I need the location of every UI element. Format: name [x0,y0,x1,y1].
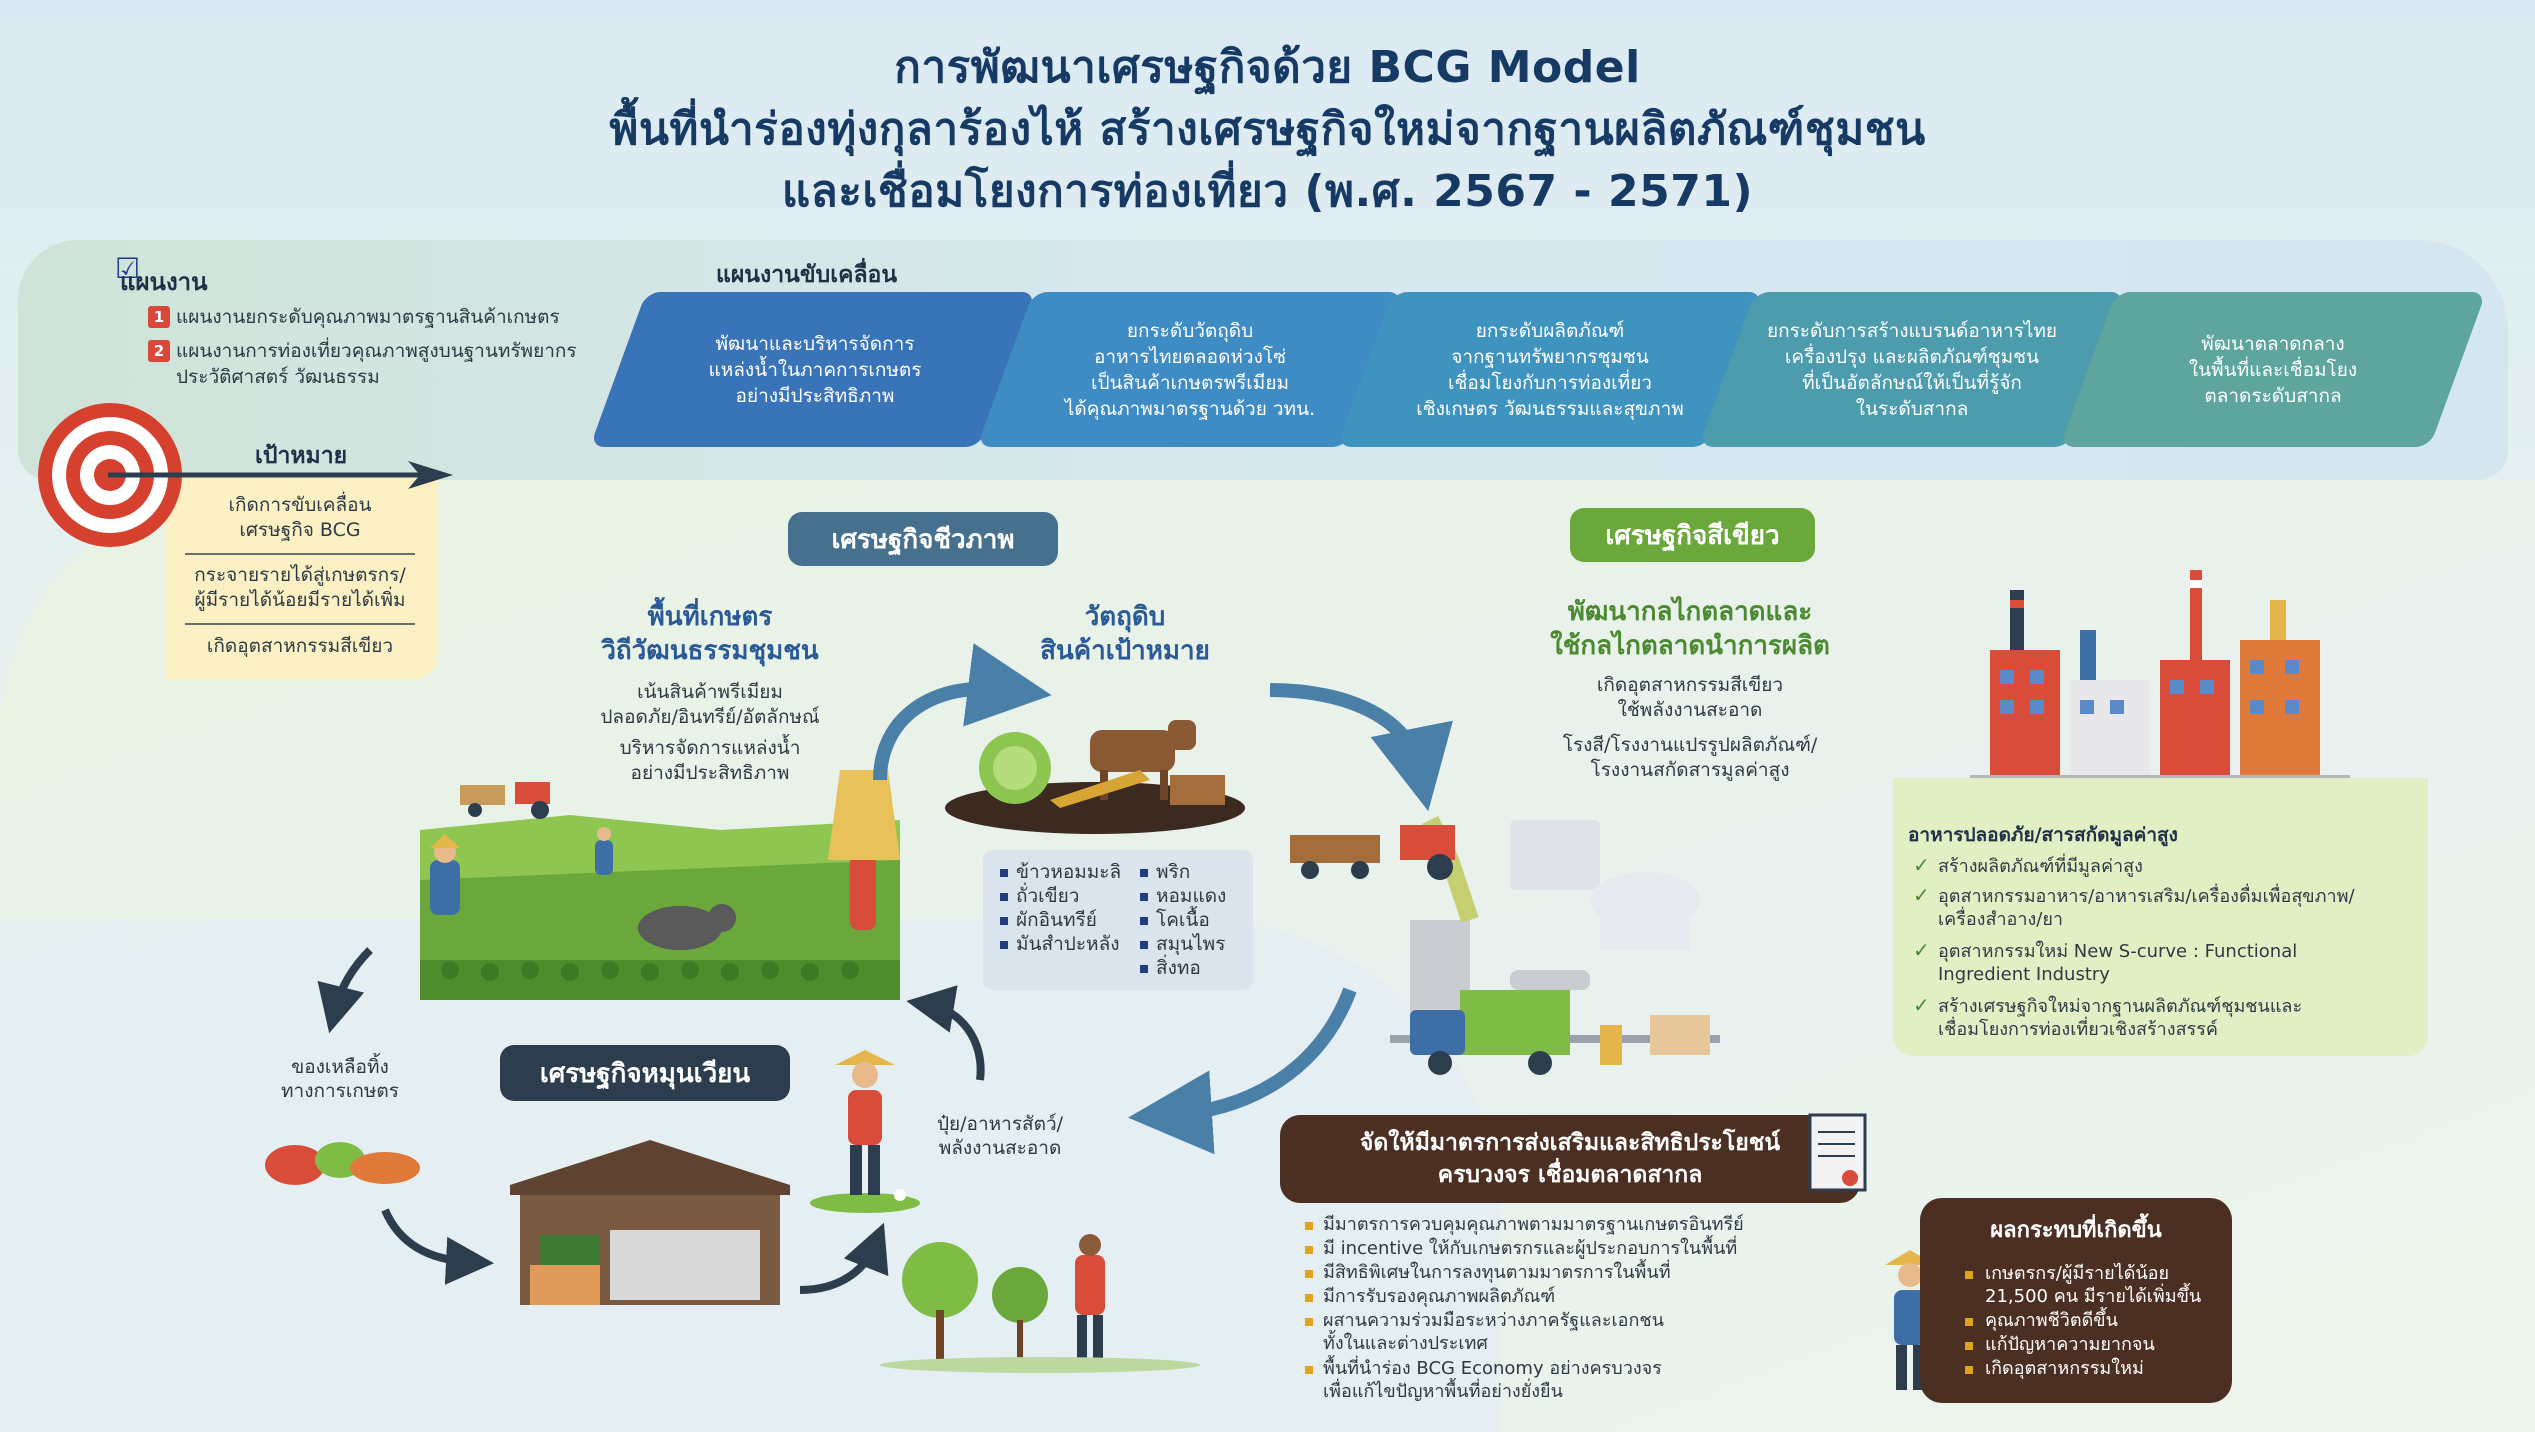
measure-item: มี incentive ให้กับเกษตรกรและผู้ประกอบกา… [1323,1238,1738,1259]
bullet-icon [1965,1318,1973,1326]
plan-title: แผนงาน [120,268,208,296]
checkbox-icon: ☑ [115,252,141,285]
green-box-item: สร้างผลิตภัณฑ์ที่มีมูลค่าสูง [1938,856,2143,877]
crop-item: ถั่วเขียว [1000,884,1079,908]
title-line-3: และเชื่อมโยงการท่องเที่ยว (พ.ศ. 2567 - 2… [781,166,1754,217]
bullet-icon [1305,1222,1313,1230]
bullet-icon [1965,1366,1973,1374]
crop-item: หอมแดง [1140,884,1226,908]
goal-divider [185,623,415,625]
vegetables-icon [265,1142,420,1185]
plan-item-1: แผนงานยกระดับคุณภาพมาตรฐานสินค้าเกษตร [176,306,560,328]
document-pen-icon [1808,1113,1867,1192]
green-title: พัฒนากลไกตลาดและ ใช้กลไกตลาดนำการผลิต [1550,597,1830,661]
tractor-icon [460,782,550,819]
bullet-icon [1305,1294,1313,1302]
crop-item: มันสำปะหลัง [1000,932,1120,956]
impact-item: คุณภาพชีวิตดีขึ้น [1985,1310,2118,1331]
tractor-trailer-icon [1290,825,1455,880]
check-icon: ✓ [1913,853,1930,877]
bullet-icon [1965,1271,1973,1279]
raw-materials-illustration [945,720,1245,834]
bullet-icon [1305,1270,1313,1278]
crop-item: สิ่งทอ [1140,956,1201,980]
impact-title: ผลกระทบที่เกิดขึ้น [1990,1218,2162,1243]
measure-item: มีสิทธิพิเศษในการลงทุนตามมาตรการในพื้นที… [1323,1262,1671,1283]
goal-box [165,475,437,680]
farmer-feeding-illustration [810,1050,920,1213]
bullet-icon [1305,1246,1313,1254]
measures-title: จัดให้มีมาตรการส่งเสริมและสิทธิประโยชน์ … [1280,1115,1860,1203]
drive-card-3-text: ยกระดับผลิตภัณฑ์ จากฐานทรัพยากรชุมชน เชื… [1416,319,1684,420]
green-text-1: เกิดอุตสาหกรรมสีเขียว ใช้พลังงานสะอาด [1596,674,1784,721]
check-icon: ✓ [1913,938,1930,962]
plan-number-1: 1 [148,306,170,328]
crop-item: โคเนื้อ [1140,908,1210,932]
measure-item: มีการรับรองคุณภาพผลิตภัณฑ์ [1323,1286,1556,1307]
drive-card-4-text: ยกระดับการสร้างแบรนด์อาหารไทย เครื่องปรุ… [1766,319,2058,420]
green-box-item: อุตสาหกรรมใหม่ New S-curve : Functional … [1938,941,2298,985]
farm-text-1: เน้นสินค้าพรีเมียม ปลอดภัย/อินทรีย์/อัตล… [600,681,820,728]
drive-card-1-text: พัฒนาและบริหารจัดการ แหล่งน้ำในภาคการเกษ… [708,332,922,407]
goal-divider [185,553,415,555]
delivery-truck-illustration [1410,990,1710,1075]
bullet-icon [1305,1318,1313,1326]
goal-item-2: กระจายรายได้สู่เกษตรกร/ ผู้มีรายได้น้อยม… [194,564,406,611]
farm-title: พื้นที่เกษตร วิถีวัฒนธรรมชุมชน [601,602,819,666]
drive-title: แผนงานขับเคลื่อน [716,262,898,288]
green-text-2: โรงสี/โรงงานแปรรูปผลิตภัณฑ์/ โรงงานสกัดส… [1562,734,1818,781]
farm-illustration [420,770,900,1000]
agri-waste-label: ของเหลือทิ้ง ทางการเกษตร [281,1056,399,1102]
farm-text-2: บริหารจัดการแหล่งน้ำ อย่างมีประสิทธิภาพ [619,737,801,784]
title-line-2: พื้นที่นำร่องทุ่งกุลาร้องไห้ สร้างเศรษฐก… [609,104,1926,155]
measure-item: พื้นที่นำร่อง BCG Economy อย่างครบวงจร เ… [1323,1358,1662,1402]
crop-item: สมุนไพร [1140,932,1225,956]
green-box-item: อุตสาหกรรมอาหาร/อาหารเสริม/เครื่องดื่มเพ… [1938,886,2355,930]
plan-number-2: 2 [148,340,170,362]
green-info-box [1893,778,2428,1056]
impact-item: เกิดอุตสาหกรรมใหม่ [1985,1358,2144,1379]
goal-item-3: เกิดอุตสาหกรรมสีเขียว [206,635,394,657]
crop-item: ข้าวหอมมะลิ [1000,860,1121,884]
factory-illustration [1970,570,2350,785]
raw-material-title: วัตถุดิบ สินค้าเป้าหมาย [1040,602,1210,666]
check-icon: ✓ [1913,993,1930,1017]
bullet-icon [1965,1342,1973,1350]
green-economy-label: เศรษฐกิจสีเขียว [1570,508,1815,562]
crop-item: พริก [1140,860,1190,884]
drive-card-5-text: พัฒนาตลาดกลาง ในพื้นที่และเชื่อมโยง ตลาด… [2188,332,2358,407]
bullet-icon [1305,1366,1313,1374]
trees-farmer-illustration [880,1234,1200,1373]
fertilizer-label: ปุ๋ย/อาหารสัตว์/ พลังงานสะอาด [936,1113,1064,1159]
plan-item-2: แผนงานการท่องเที่ยวคุณภาพสูงบนฐานทรัพยาก… [176,340,577,388]
arrow-dart-icon [108,461,453,489]
green-box-title: อาหารปลอดภัย/สารสกัดมูลค่าสูง [1908,824,2178,846]
crop-item: ผักอินทรีย์ [1000,908,1097,932]
measure-item: มีมาตรการควบคุมคุณภาพตามมาตรฐานเกษตรอินท… [1323,1214,1744,1235]
green-box-item: สร้างเศรษฐกิจใหม่จากฐานผลิตภัณฑ์ชุมชนและ… [1938,996,2303,1040]
impact-item: แก้ปัญหาความยากจน [1985,1334,2155,1355]
impact-item: เกษตรกร/ผู้มีรายได้น้อย 21,500 คน มีรายไ… [1985,1263,2202,1307]
drive-card-2-text: ยกระดับวัตถุดิบ อาหารไทยตลอดห่วงโซ่ เป็น… [1064,319,1316,420]
title-line-1: การพัฒนาเศรษฐกิจด้วย BCG Model [894,42,1641,93]
bio-economy-label: เศรษฐกิจชีวภาพ [788,512,1058,566]
check-icon: ✓ [1913,883,1930,907]
goal-title: เป้าหมาย [255,443,348,469]
circular-economy-label: เศรษฐกิจหมุนเวียน [500,1045,790,1101]
measure-item: ผสานความร่วมมือระหว่างภาครัฐและเอกชน ทั้… [1323,1310,1664,1354]
goal-item-1: เกิดการขับเคลื่อน เศรษฐกิจ BCG [228,494,372,541]
barn-illustration [510,1140,790,1305]
